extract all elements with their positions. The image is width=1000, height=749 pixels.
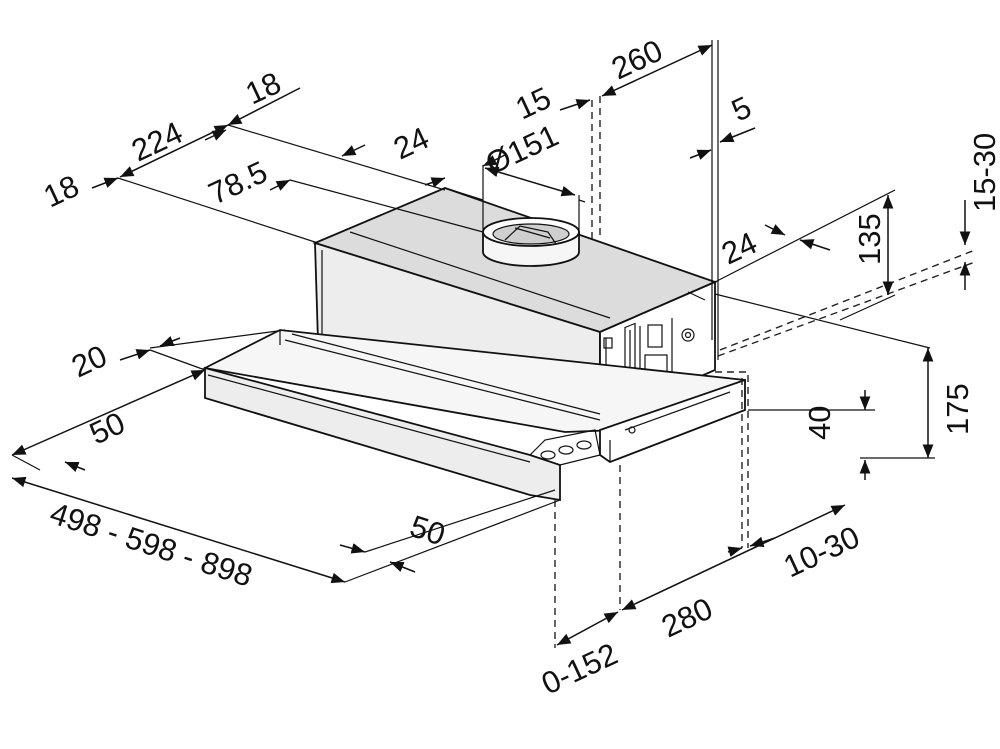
duct-outlet — [482, 217, 580, 267]
dimension-lines — [11, 40, 971, 646]
extractable-visor — [202, 329, 746, 502]
mounting-bracket — [599, 378, 746, 464]
label-135: 135 — [852, 213, 887, 265]
label-50-left: 50 — [84, 405, 130, 451]
label-15-30: 15-30 — [967, 133, 1000, 212]
label-260: 260 — [606, 33, 668, 87]
label-20: 20 — [66, 338, 112, 384]
label-24-top: 24 — [388, 120, 434, 166]
label-24-right: 24 — [716, 225, 762, 271]
label-280: 280 — [656, 591, 718, 645]
label-78-5: 78.5 — [203, 154, 272, 211]
label-diameter-151: Ø151 — [480, 118, 564, 182]
terminal-screw — [681, 328, 695, 342]
label-18-top: 18 — [240, 65, 286, 111]
label-5: 5 — [726, 89, 756, 128]
label-50-front: 50 — [406, 508, 450, 552]
label-175: 175 — [940, 383, 975, 435]
label-10-30: 10-30 — [778, 519, 865, 584]
label-0-152: 0-152 — [536, 636, 623, 701]
label-18-left: 18 — [38, 168, 84, 214]
label-40: 40 — [802, 406, 837, 440]
label-224: 224 — [126, 115, 188, 169]
